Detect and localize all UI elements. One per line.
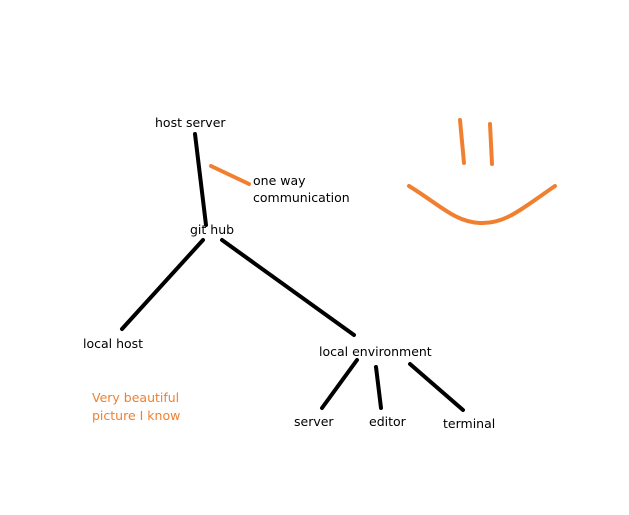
node-server: server <box>294 414 334 429</box>
smiley-doodle <box>407 118 557 226</box>
smiley-left-eye <box>458 118 466 165</box>
node-terminal: terminal <box>443 416 496 431</box>
annotation-one-way-line2: communication <box>253 190 350 205</box>
edge-local-environment-to-editor <box>374 365 383 410</box>
node-host-server: host server <box>155 115 226 130</box>
annotation-one-way-line1: one way <box>253 173 306 188</box>
smiley-right-eye <box>488 122 494 166</box>
edge-local-environment-to-terminal <box>408 362 465 412</box>
node-editor: editor <box>369 414 406 429</box>
edge-local-environment-to-server <box>320 358 359 410</box>
caption-line2: picture I know <box>92 408 181 423</box>
edge-git-hub-to-local-environment <box>220 238 356 337</box>
caption-line1: Very beautiful <box>92 390 180 405</box>
node-local-host: local host <box>83 336 144 351</box>
edge-git-hub-to-local-host <box>120 238 205 331</box>
node-local-environment: local environment <box>319 344 432 359</box>
node-git-hub: git hub <box>190 222 235 237</box>
edge-host-server-to-git-hub <box>193 132 208 227</box>
one-way-marker <box>209 164 251 186</box>
smiley-mouth <box>407 184 557 226</box>
